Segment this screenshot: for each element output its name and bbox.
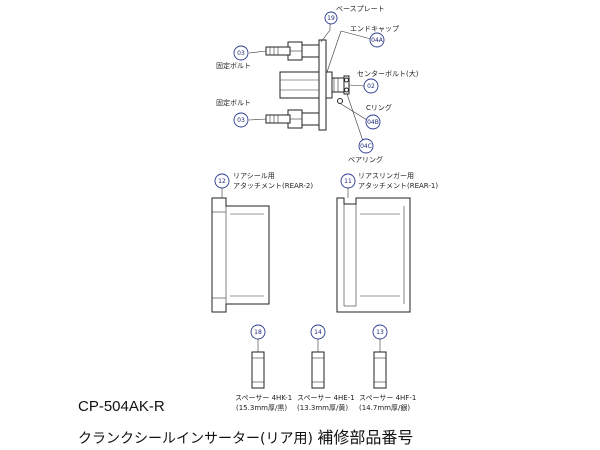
svg-text:03: 03: [237, 50, 245, 57]
svg-text:03: 03: [237, 117, 245, 124]
svg-text:18: 18: [254, 329, 262, 336]
spacer-4hk-1-shape: [251, 351, 265, 389]
label-fix-bolt-bottom: 固定ボルト: [216, 98, 251, 107]
label-center-bolt: センターボルト(大): [357, 69, 419, 78]
rear-seal-attachment-shape: [211, 197, 270, 313]
label-end-cap: エンドキャップ: [350, 25, 399, 33]
label-rear-slinger-2: アタッチメント(REAR-1): [358, 181, 438, 190]
base-plate-shape: [318, 39, 327, 131]
assembly-drawing: [265, 39, 350, 131]
hub-body: [279, 71, 320, 99]
rear-slinger-attachment-shape: [336, 197, 411, 313]
label-spacer-4hf-1-spec: (14.7mm厚/銀): [359, 403, 410, 412]
bolt-collar-bottom: [301, 112, 320, 126]
label-c-ring: Cリング: [366, 103, 392, 112]
svg-text:02: 02: [367, 83, 375, 90]
label-spacer-4hf-1: スペーサー 4HF-1: [359, 394, 416, 402]
product-title-main: クランクシールインサーター(リア用): [78, 431, 313, 447]
label-rear-slinger-1: リアスリンガー用: [358, 171, 414, 180]
label-spacer-4he-1-spec: (13.3mm厚/黄): [297, 403, 348, 412]
svg-text:12: 12: [218, 178, 226, 185]
svg-text:19: 19: [327, 15, 335, 22]
label-spacer-4he-1: スペーサー 4HE-1: [297, 394, 355, 402]
spacer-4hf-1-shape: [373, 351, 387, 389]
leader-lines-top: [248, 22, 372, 145]
bubble-13: 13: [372, 324, 388, 340]
bubble-18: 18: [250, 324, 266, 340]
bubble-11: 11: [340, 173, 356, 189]
label-rear-seal-2: アタッチメント(REAR-2): [233, 181, 313, 190]
product-title-sub: 補修部品番号: [317, 428, 414, 447]
label-spacer-4hk-1-spec: (15.3mm厚/黒): [236, 404, 287, 412]
svg-text:04A: 04A: [371, 37, 384, 44]
label-spacer-4hk-1: スペーサー 4HK-1: [235, 394, 292, 402]
bolt-collar-top: [301, 44, 320, 58]
end-cap-shape: [325, 71, 333, 99]
svg-text:04B: 04B: [367, 119, 379, 126]
c-ring-shape: [337, 98, 343, 104]
product-code: CP-504AK-R: [78, 398, 165, 415]
bubble-03-top: 03: [233, 45, 249, 61]
label-fix-bolt-top: 固定ボルト: [216, 61, 251, 70]
bubble-14: 14: [310, 324, 326, 340]
svg-text:11: 11: [344, 178, 352, 185]
bubble-19: 19: [324, 11, 338, 25]
svg-text:04C: 04C: [360, 143, 372, 150]
bubble-03-bottom: 03: [233, 112, 249, 128]
svg-text:14: 14: [314, 329, 322, 336]
product-title: クランクシールインサーター(リア用) 補修部品番号: [78, 424, 413, 448]
spacer-4he-1-shape: [311, 351, 325, 389]
label-bearing: ベアリング: [348, 155, 383, 164]
bubble-02: 02: [363, 78, 379, 94]
bubble-12: 12: [214, 173, 230, 189]
bubble-04c: 04C: [358, 138, 374, 154]
label-rear-seal-1: リアシール用: [233, 172, 275, 180]
bubble-04a: 04A: [369, 32, 385, 48]
bubble-04b: 04B: [365, 114, 381, 130]
svg-text:13: 13: [376, 329, 384, 336]
label-base-plate: ベースプレート: [336, 5, 385, 13]
